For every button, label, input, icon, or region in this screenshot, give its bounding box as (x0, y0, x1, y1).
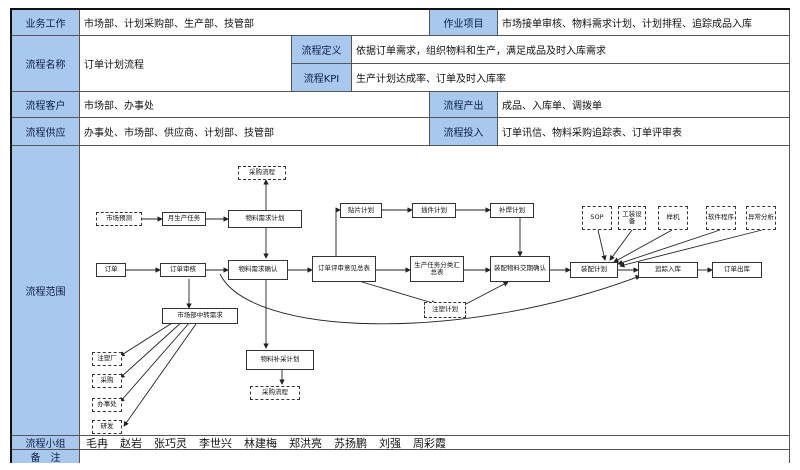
box-wuliao-queren: 物料需求确认 (228, 260, 288, 280)
process-form: 业务工作 市场部、计划采购部、生产部、技管部 作业项目 市场接单审核、物料需求计… (10, 8, 790, 463)
value-job: 市场接单审核、物料需求计划、计划排程、追踪成品入库 (498, 10, 790, 36)
team-member: 郑洪亮 (289, 436, 322, 450)
value-biz: 市场部、计划采购部、生产部、技管部 (80, 10, 430, 36)
value-supply: 办事处、市场部、供应商、计划部、技管部 (80, 118, 430, 146)
flow-diagram: 采购流程 市场预测 月生产任务 物料需求计划 订单 订单审核 物料需求确认 贴片… (80, 146, 790, 436)
value-remark (80, 450, 790, 463)
flow-connectors (119, 179, 763, 427)
box-zhusuchang: 注塑厂 (92, 352, 122, 366)
box-zhuizong: 追踪入库 (638, 262, 698, 278)
value-name: 订单计划流程 (80, 36, 292, 92)
box-banshichu: 办事处 (92, 398, 122, 412)
value-output: 成品、入库单、调拨单 (498, 92, 790, 118)
label-name: 流程名称 (12, 36, 80, 92)
box-sop: SOP (582, 206, 612, 230)
box-shichang-yuce: 市场预测 (96, 212, 142, 226)
label-remark: 备 注 (12, 450, 80, 463)
box-renwu-fenpei: 生产任务分类汇总表 (410, 256, 464, 282)
scope-area (80, 146, 790, 436)
box-caigou-bottom: 采购流程 (250, 386, 300, 400)
box-pingshen: 订单评审意见总表 (312, 256, 376, 282)
team-member: 毛冉 (86, 436, 108, 450)
label-team: 流程小组 (12, 436, 80, 450)
team-row: 毛冉赵岩张巧灵李世兴林建梅郑洪亮苏扬鹏刘强周彩霞 (80, 436, 790, 450)
team-members: 毛冉赵岩张巧灵李世兴林建梅郑洪亮苏扬鹏刘强周彩霞 (80, 436, 446, 450)
box-yangji: 样机 (658, 206, 688, 230)
label-job: 作业项目 (430, 10, 498, 36)
team-member: 苏扬鹏 (334, 436, 367, 450)
box-yanfa: 研发 (92, 420, 122, 434)
team-member: 赵岩 (120, 436, 142, 450)
box-zhuangpei-jihua: 装配计划 (570, 262, 618, 278)
label-output: 流程产出 (430, 92, 498, 118)
box-zhongzhuan: 市场部中转需求 (162, 308, 238, 324)
box-caigou-top: 采购流程 (238, 166, 286, 180)
value-customer: 市场部、办事处 (80, 92, 430, 118)
label-def: 流程定义 (292, 36, 352, 64)
value-input: 订单讯信、物料采购追踪表、订单评审表 (498, 118, 790, 146)
label-customer: 流程客户 (12, 92, 80, 118)
label-input: 流程投入 (430, 118, 498, 146)
label-kpi: 流程KPI (292, 64, 352, 92)
box-ruanjian: 软件程序 (706, 206, 736, 230)
box-zhuangpei-wuliao: 装配物料交期确认 (490, 256, 550, 282)
label-supply: 流程供应 (12, 118, 80, 146)
box-zhusu-mid: 注塑计划 (424, 302, 466, 318)
box-chuku: 订单出库 (712, 262, 762, 278)
box-buhan: 补焊计划 (490, 203, 534, 218)
box-yue-shengchan: 月生产任务 (162, 212, 206, 226)
box-buchai: 物料补采计划 (246, 350, 314, 370)
team-member: 周彩霞 (413, 436, 446, 450)
box-gongzhuang: 工装设备 (618, 206, 646, 230)
team-member: 李世兴 (199, 436, 232, 450)
box-tiepian: 贴片计划 (340, 203, 382, 218)
team-member: 刘强 (379, 436, 401, 450)
value-def: 依据订单需求，组织物料和生产，满足成品及时入库需求 (352, 36, 790, 64)
box-dingdan-shenhe: 订单审核 (160, 263, 206, 277)
box-yichang: 异常分析 (746, 206, 776, 230)
team-member: 林建梅 (244, 436, 277, 450)
value-kpi: 生产计划达成率、订单及时入库率 (352, 64, 790, 92)
box-wuliao-xuqiu: 物料需求计划 (228, 210, 302, 228)
label-scope: 流程范围 (12, 146, 80, 436)
box-caigou-left: 采购 (92, 374, 122, 388)
label-biz: 业务工作 (12, 10, 80, 36)
box-dingdan: 订单 (96, 263, 126, 277)
box-chajian: 插件计划 (412, 203, 456, 218)
team-member: 张巧灵 (154, 436, 187, 450)
